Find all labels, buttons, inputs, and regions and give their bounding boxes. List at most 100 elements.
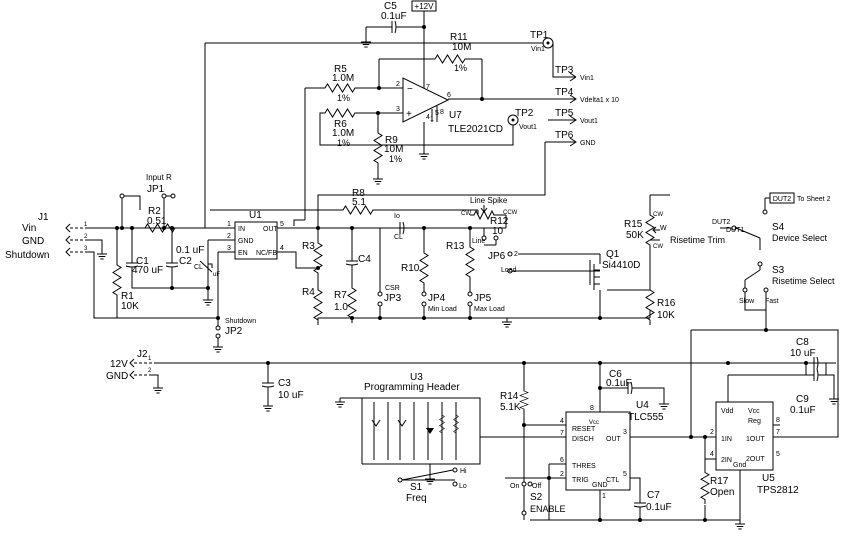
svg-text:12V: 12V (110, 359, 128, 370)
ground-symbol (418, 149, 430, 160)
svg-text:CSR: CSR (385, 285, 400, 292)
io-cl-label: Io CL (391, 213, 413, 241)
svg-text:Freq: Freq (406, 493, 427, 504)
svg-text:2: 2 (710, 429, 714, 436)
svg-text:5.1: 5.1 (352, 197, 366, 208)
svg-text:Vout1: Vout1 (519, 124, 537, 131)
svg-text:S1: S1 (410, 482, 423, 493)
svg-text:R9: R9 (385, 135, 398, 146)
svg-text:IN: IN (238, 226, 245, 233)
svg-text:On: On (510, 483, 519, 490)
svg-text:R11: R11 (450, 32, 468, 43)
driver-u5: Vdd Vcc Reg 1IN 1OUT 2IN 2OUT Gnd 2 4 7 … (710, 401, 799, 496)
svg-text:Slow: Slow (739, 298, 755, 305)
svg-text:4: 4 (560, 418, 564, 425)
svg-text:JP2: JP2 (225, 326, 243, 337)
switch-s4[interactable]: DUT2 DUT1 S4 Device Select (712, 209, 828, 243)
svg-text:Gnd: Gnd (733, 462, 746, 469)
svg-text:THRES: THRES (572, 463, 596, 470)
jumper-jp3[interactable]: CSR JP3 (377, 285, 402, 307)
jumper-jp1[interactable]: Input R JP1 (119, 173, 176, 199)
svg-text:10M: 10M (452, 42, 471, 53)
svg-text:0.1 uF: 0.1 uF (176, 245, 204, 256)
svg-text:R5: R5 (334, 64, 347, 75)
svg-text:3: 3 (396, 106, 400, 113)
svg-text:Vout1: Vout1 (580, 118, 598, 125)
svg-text:1.0M: 1.0M (332, 128, 354, 139)
svg-text:10K: 10K (121, 301, 139, 312)
ground-symbol (360, 37, 372, 48)
resistor-r6: R6 1.0M 1% (319, 108, 361, 148)
svg-text:1%: 1% (337, 138, 350, 148)
svg-text:DUT1: DUT1 (726, 227, 744, 234)
switch-s3[interactable]: S3 Risetime Select Slow Fast (739, 261, 835, 305)
svg-text:1%: 1% (454, 63, 467, 73)
svg-text:DISCH: DISCH (572, 436, 594, 443)
svg-text:GND: GND (238, 238, 254, 245)
svg-text:R6: R6 (334, 119, 347, 130)
programming-header-u3[interactable]: U3 Programming Header (364, 372, 460, 460)
svg-text:R4: R4 (302, 287, 315, 298)
potentiometer-r12[interactable]: Line Spike CW CCW R12 10 Line (461, 196, 518, 245)
svg-text:1: 1 (148, 356, 152, 362)
svg-text:GND: GND (592, 482, 608, 489)
timer-u4: U4 TLC555 Vcc RESET DISCH OUT THRES TRIG… (560, 400, 664, 500)
svg-text:5: 5 (776, 451, 780, 458)
svg-text:U5: U5 (762, 473, 775, 484)
ground-symbol (262, 401, 274, 412)
resistor-r5: R5 1.0M 1% (319, 64, 361, 103)
svg-text:C9: C9 (796, 394, 809, 405)
svg-text:Shutdown: Shutdown (5, 250, 49, 261)
svg-text:R16: R16 (657, 298, 676, 309)
svg-text:5: 5 (280, 221, 284, 228)
svg-text:CL: CL (394, 234, 403, 241)
svg-text:R3: R3 (302, 241, 315, 252)
svg-text:TPS2812: TPS2812 (757, 485, 799, 496)
svg-text:4: 4 (280, 245, 284, 252)
svg-text:TP4: TP4 (555, 87, 574, 98)
opamp-u7: − + 2 3 6 7 4 1 5 8 U7 TLE2021CD (395, 77, 503, 135)
svg-text:0.1uF: 0.1uF (646, 502, 672, 513)
ground-symbol (372, 174, 384, 185)
wires (86, 8, 839, 521)
load-capacitor-cl: CL uF (194, 260, 220, 278)
svg-text:S2: S2 (530, 492, 543, 503)
svg-text:Line: Line (472, 238, 485, 245)
jumper-jp2[interactable]: Shutdown JP2 (215, 318, 256, 339)
switch-s1[interactable]: Hi Lo S1 Freq (397, 467, 467, 504)
capacitor-c8: C8 10 uF (790, 337, 827, 370)
switch-s2[interactable]: On Off S2 ENABLE (510, 481, 566, 516)
svg-text:0.1uF: 0.1uF (606, 378, 632, 389)
svg-text:2: 2 (396, 81, 400, 88)
svg-text:0.1uF: 0.1uF (381, 11, 407, 22)
capacitor-c7: C7 0.1uF (633, 490, 672, 516)
svg-text:0.51: 0.51 (147, 216, 167, 227)
svg-text:EN: EN (238, 250, 248, 257)
svg-text:Risetime Trim: Risetime Trim (670, 235, 725, 245)
ground-symbol (501, 317, 513, 328)
svg-text:TP3: TP3 (555, 65, 574, 76)
resistor-r1: R1 10K (112, 259, 139, 312)
capacitor-c4: C4 (345, 252, 371, 274)
v12-supply-flag: +12V (411, 0, 437, 12)
svg-text:C8: C8 (796, 337, 809, 348)
svg-text:Min Load: Min Load (428, 306, 457, 313)
ground-symbol (424, 474, 436, 485)
svg-text:1%: 1% (389, 154, 402, 164)
jumper-jp4[interactable]: JP4 Min Load (421, 291, 457, 313)
svg-text:TP5: TP5 (555, 108, 574, 119)
svg-text:Line Spike: Line Spike (470, 196, 508, 205)
svg-text:Lo: Lo (459, 483, 467, 490)
svg-text:10 uF: 10 uF (790, 348, 816, 359)
potentiometer-r15[interactable]: CW CW W R15 50K Risetime Trim (624, 209, 725, 251)
svg-text:J2: J2 (137, 349, 148, 360)
jumper-jp5[interactable]: JP5 Max Load (467, 291, 505, 313)
svg-text:GND: GND (580, 140, 596, 147)
jumper-jp6[interactable]: JP6 2 Load (488, 251, 518, 274)
svg-text:R13: R13 (446, 241, 465, 252)
svg-text:Vin1: Vin1 (580, 75, 594, 82)
svg-text:JP1: JP1 (147, 184, 165, 195)
svg-text:470 uF: 470 uF (132, 265, 163, 276)
ground-symbol (152, 383, 164, 394)
